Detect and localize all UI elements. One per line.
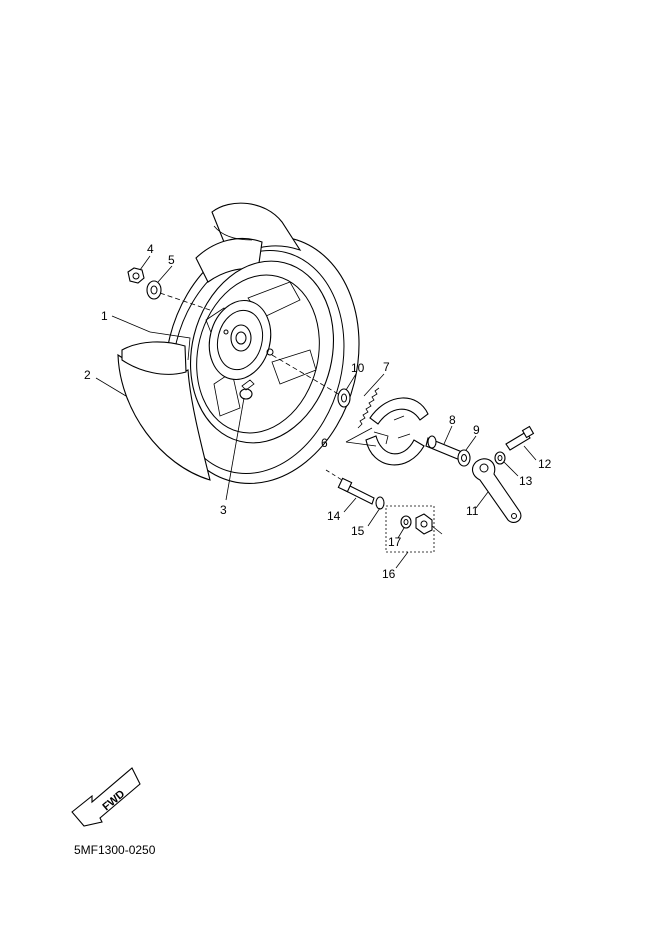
camshaft-lever xyxy=(471,458,522,523)
callout-2: 2 xyxy=(84,368,91,382)
callout-17: 17 xyxy=(388,535,402,549)
callout-3: 3 xyxy=(220,503,227,517)
bolt-12 xyxy=(505,425,535,451)
nut-4 xyxy=(127,267,145,284)
callout-10: 10 xyxy=(351,361,365,375)
washer-13 xyxy=(494,451,506,465)
callout-14: 14 xyxy=(327,509,341,523)
valve xyxy=(239,379,255,400)
callout-13: 13 xyxy=(519,474,533,488)
seal-9 xyxy=(457,449,471,467)
nut-kit-16 xyxy=(385,505,443,553)
callout-labels: 1 2 3 4 5 6 7 8 9 10 11 12 13 14 15 16 1… xyxy=(84,242,552,581)
callout-4: 4 xyxy=(147,242,154,256)
callout-15: 15 xyxy=(351,524,365,538)
callout-9: 9 xyxy=(473,423,480,437)
callout-1: 1 xyxy=(101,309,108,323)
camshaft xyxy=(425,435,463,461)
fwd-arrow-icon: FWD xyxy=(71,767,141,827)
wheel-rim xyxy=(189,260,335,444)
callout-11: 11 xyxy=(466,504,479,518)
leader-lines xyxy=(95,255,537,569)
washer-5 xyxy=(146,280,162,300)
washer-15 xyxy=(375,496,385,510)
callout-16: 16 xyxy=(382,567,396,581)
bolt-14 xyxy=(337,477,375,505)
callout-6: 6 xyxy=(321,436,328,450)
callout-7: 7 xyxy=(383,360,390,374)
washer-10 xyxy=(337,388,351,408)
callout-5: 5 xyxy=(168,253,175,267)
diagram-part-code: 5MF1300-0250 xyxy=(74,843,156,857)
callout-8: 8 xyxy=(449,413,456,427)
callout-12: 12 xyxy=(538,457,552,471)
spring xyxy=(357,387,380,429)
brake-shoe-kit xyxy=(365,397,429,466)
